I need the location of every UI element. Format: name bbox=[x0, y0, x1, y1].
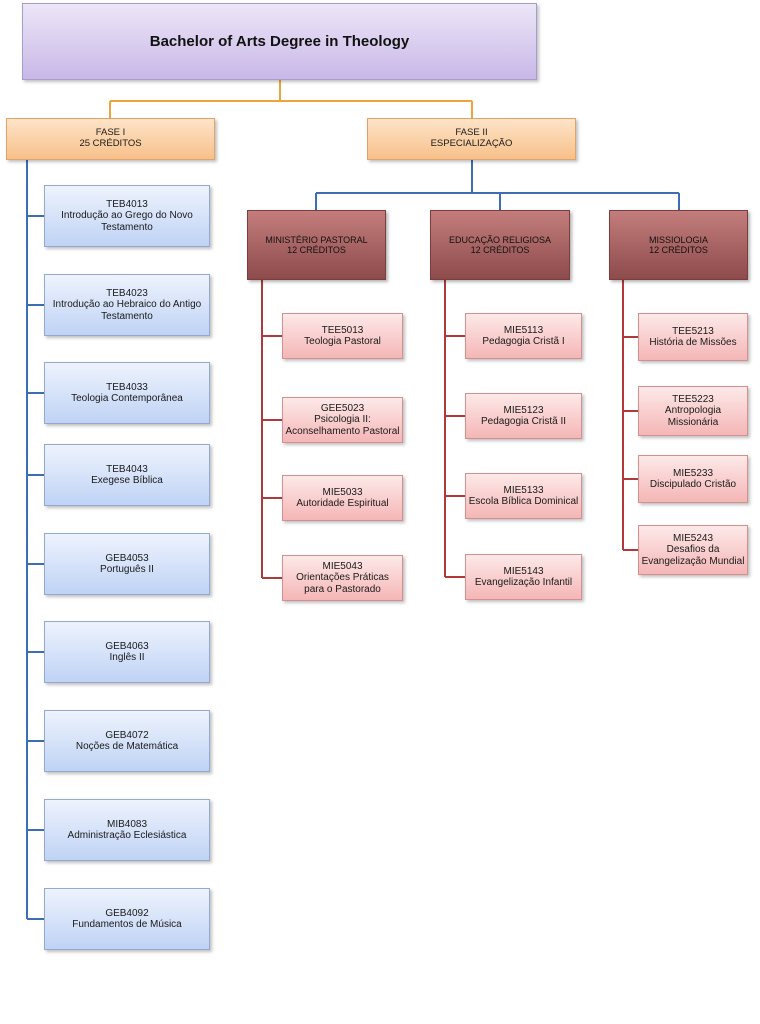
course-code: MIE5233 bbox=[672, 467, 714, 479]
course-code: MIB4083 bbox=[106, 818, 148, 830]
course-name: Teologia Contemporânea bbox=[71, 393, 183, 404]
course-code: GEE5023 bbox=[320, 402, 365, 414]
course-box-tee5213: TEE5213 História de Missões bbox=[638, 313, 748, 361]
track-credits: 12 CRÉDITOS bbox=[470, 245, 530, 255]
course-name: Pedagogia Cristã I bbox=[482, 336, 565, 347]
course-code: MIE5043 bbox=[322, 560, 363, 572]
track-name: EDUCAÇÃO RELIGIOSA bbox=[448, 234, 552, 245]
course-box-mie5033: MIE5033 Autoridade Espiritual bbox=[282, 475, 403, 521]
course-name: Português II bbox=[100, 564, 154, 575]
course-code: TEE5223 bbox=[672, 393, 714, 405]
track-box-missiologia: MISSIOLOGIA 12 CRÉDITOS bbox=[609, 210, 748, 280]
course-box-mie5043: MIE5043 Orientações Práticas para o Past… bbox=[282, 555, 403, 601]
course-box-teb4013: TEB4013 Introdução ao Grego do Novo Test… bbox=[44, 185, 210, 247]
course-box-teb4043: TEB4043 Exegese Bíblica bbox=[44, 444, 210, 506]
track-credits: 12 CRÉDITOS bbox=[649, 245, 708, 255]
course-name: Exegese Bíblica bbox=[91, 475, 163, 486]
track-name: MISSIOLOGIA bbox=[648, 234, 708, 245]
course-code: MIE5133 bbox=[503, 484, 544, 496]
course-code: TEB4043 bbox=[106, 463, 148, 475]
course-box-mib4083: MIB4083 Administração Eclesiástica bbox=[44, 799, 210, 861]
course-box-mie5123: MIE5123 Pedagogia Cristã II bbox=[465, 393, 582, 439]
course-name: Administração Eclesiástica bbox=[67, 830, 187, 841]
course-code: MIE5113 bbox=[503, 324, 544, 336]
track-box-educacao-religiosa: EDUCAÇÃO RELIGIOSA 12 CRÉDITOS bbox=[430, 210, 570, 280]
course-box-geb4092: GEB4092 Fundamentos de Música bbox=[44, 888, 210, 950]
title-box: Bachelor of Arts Degree in Theology bbox=[22, 3, 537, 80]
course-name: Evangelização Infantil bbox=[474, 577, 573, 588]
course-code: GEB4092 bbox=[105, 907, 149, 919]
course-name: História de Missões bbox=[649, 337, 737, 348]
course-name: Psicologia II: Aconselhamento Pastoral bbox=[285, 414, 400, 437]
course-box-tee5223: TEE5223 Antropologia Missionária bbox=[638, 386, 748, 436]
course-box-mie5143: MIE5143 Evangelização Infantil bbox=[465, 554, 582, 600]
course-name: Desafios da Evangelização Mundial bbox=[641, 544, 745, 567]
course-box-mie5233: MIE5233 Discipulado Cristão bbox=[638, 455, 748, 503]
course-code: TEB4023 bbox=[106, 287, 148, 299]
phase-1-credits: 25 CRÉDITOS bbox=[79, 138, 142, 149]
course-name: Escola Bíblica Dominical bbox=[468, 496, 579, 507]
track-box-ministerio-pastoral: MINISTÉRIO PASTORAL 12 CRÉDITOS bbox=[247, 210, 386, 280]
course-box-gee5023: GEE5023 Psicologia II: Aconselhamento Pa… bbox=[282, 397, 403, 443]
track-name: MINISTÉRIO PASTORAL bbox=[265, 234, 368, 245]
course-code: GEB4053 bbox=[105, 552, 149, 564]
phase-1-label: FASE I bbox=[95, 127, 126, 139]
phase-1-box: FASE I 25 CRÉDITOS bbox=[6, 118, 215, 160]
course-box-tee5013: TEE5013 Teologia Pastoral bbox=[282, 313, 403, 359]
course-code: MIE5243 bbox=[672, 532, 714, 544]
course-name: Fundamentos de Música bbox=[72, 919, 182, 930]
course-code: TEE5213 bbox=[672, 325, 714, 337]
course-code: GEB4063 bbox=[105, 640, 149, 652]
course-name: Introdução ao Grego do Novo Testamento bbox=[61, 210, 193, 233]
course-code: TEB4033 bbox=[106, 381, 148, 393]
course-name: Discipulado Cristão bbox=[649, 479, 737, 490]
course-name: Teologia Pastoral bbox=[304, 336, 381, 347]
course-code: TEB4013 bbox=[106, 198, 148, 210]
course-name: Antropologia Missionária bbox=[664, 405, 722, 428]
course-box-mie5133: MIE5133 Escola Bíblica Dominical bbox=[465, 473, 582, 519]
phase-2-label: FASE II bbox=[455, 127, 488, 139]
course-name: Autoridade Espiritual bbox=[296, 498, 389, 509]
course-box-geb4072: GEB4072 Noções de Matemática bbox=[44, 710, 210, 772]
course-name: Noções de Matemática bbox=[75, 741, 179, 752]
course-code: GEB4072 bbox=[105, 729, 149, 741]
course-code: MIE5033 bbox=[322, 486, 363, 498]
diagram-title: Bachelor of Arts Degree in Theology bbox=[149, 32, 410, 50]
phase-2-subtitle: ESPECIALIZAÇÃO bbox=[430, 138, 513, 149]
phase-2-box: FASE II ESPECIALIZAÇÃO bbox=[367, 118, 576, 160]
course-code: TEE5013 bbox=[321, 324, 364, 336]
course-code: MIE5143 bbox=[503, 565, 544, 577]
course-box-geb4063: GEB4063 Inglês II bbox=[44, 621, 210, 683]
course-box-teb4023: TEB4023 Introdução ao Hebraico do Antigo… bbox=[44, 274, 210, 336]
course-box-geb4053: GEB4053 Português II bbox=[44, 533, 210, 595]
track-credits: 12 CRÉDITOS bbox=[287, 245, 346, 255]
course-box-mie5113: MIE5113 Pedagogia Cristã I bbox=[465, 313, 582, 359]
course-name: Introdução ao Hebraico do Antigo Testame… bbox=[52, 299, 202, 322]
course-name: Pedagogia Cristã II bbox=[480, 416, 567, 427]
course-name: Orientações Práticas para o Pastorado bbox=[296, 572, 389, 595]
course-box-mie5243: MIE5243 Desafios da Evangelização Mundia… bbox=[638, 525, 748, 575]
course-box-teb4033: TEB4033 Teologia Contemporânea bbox=[44, 362, 210, 424]
course-code: MIE5123 bbox=[503, 404, 544, 416]
course-name: Inglês II bbox=[109, 652, 145, 663]
